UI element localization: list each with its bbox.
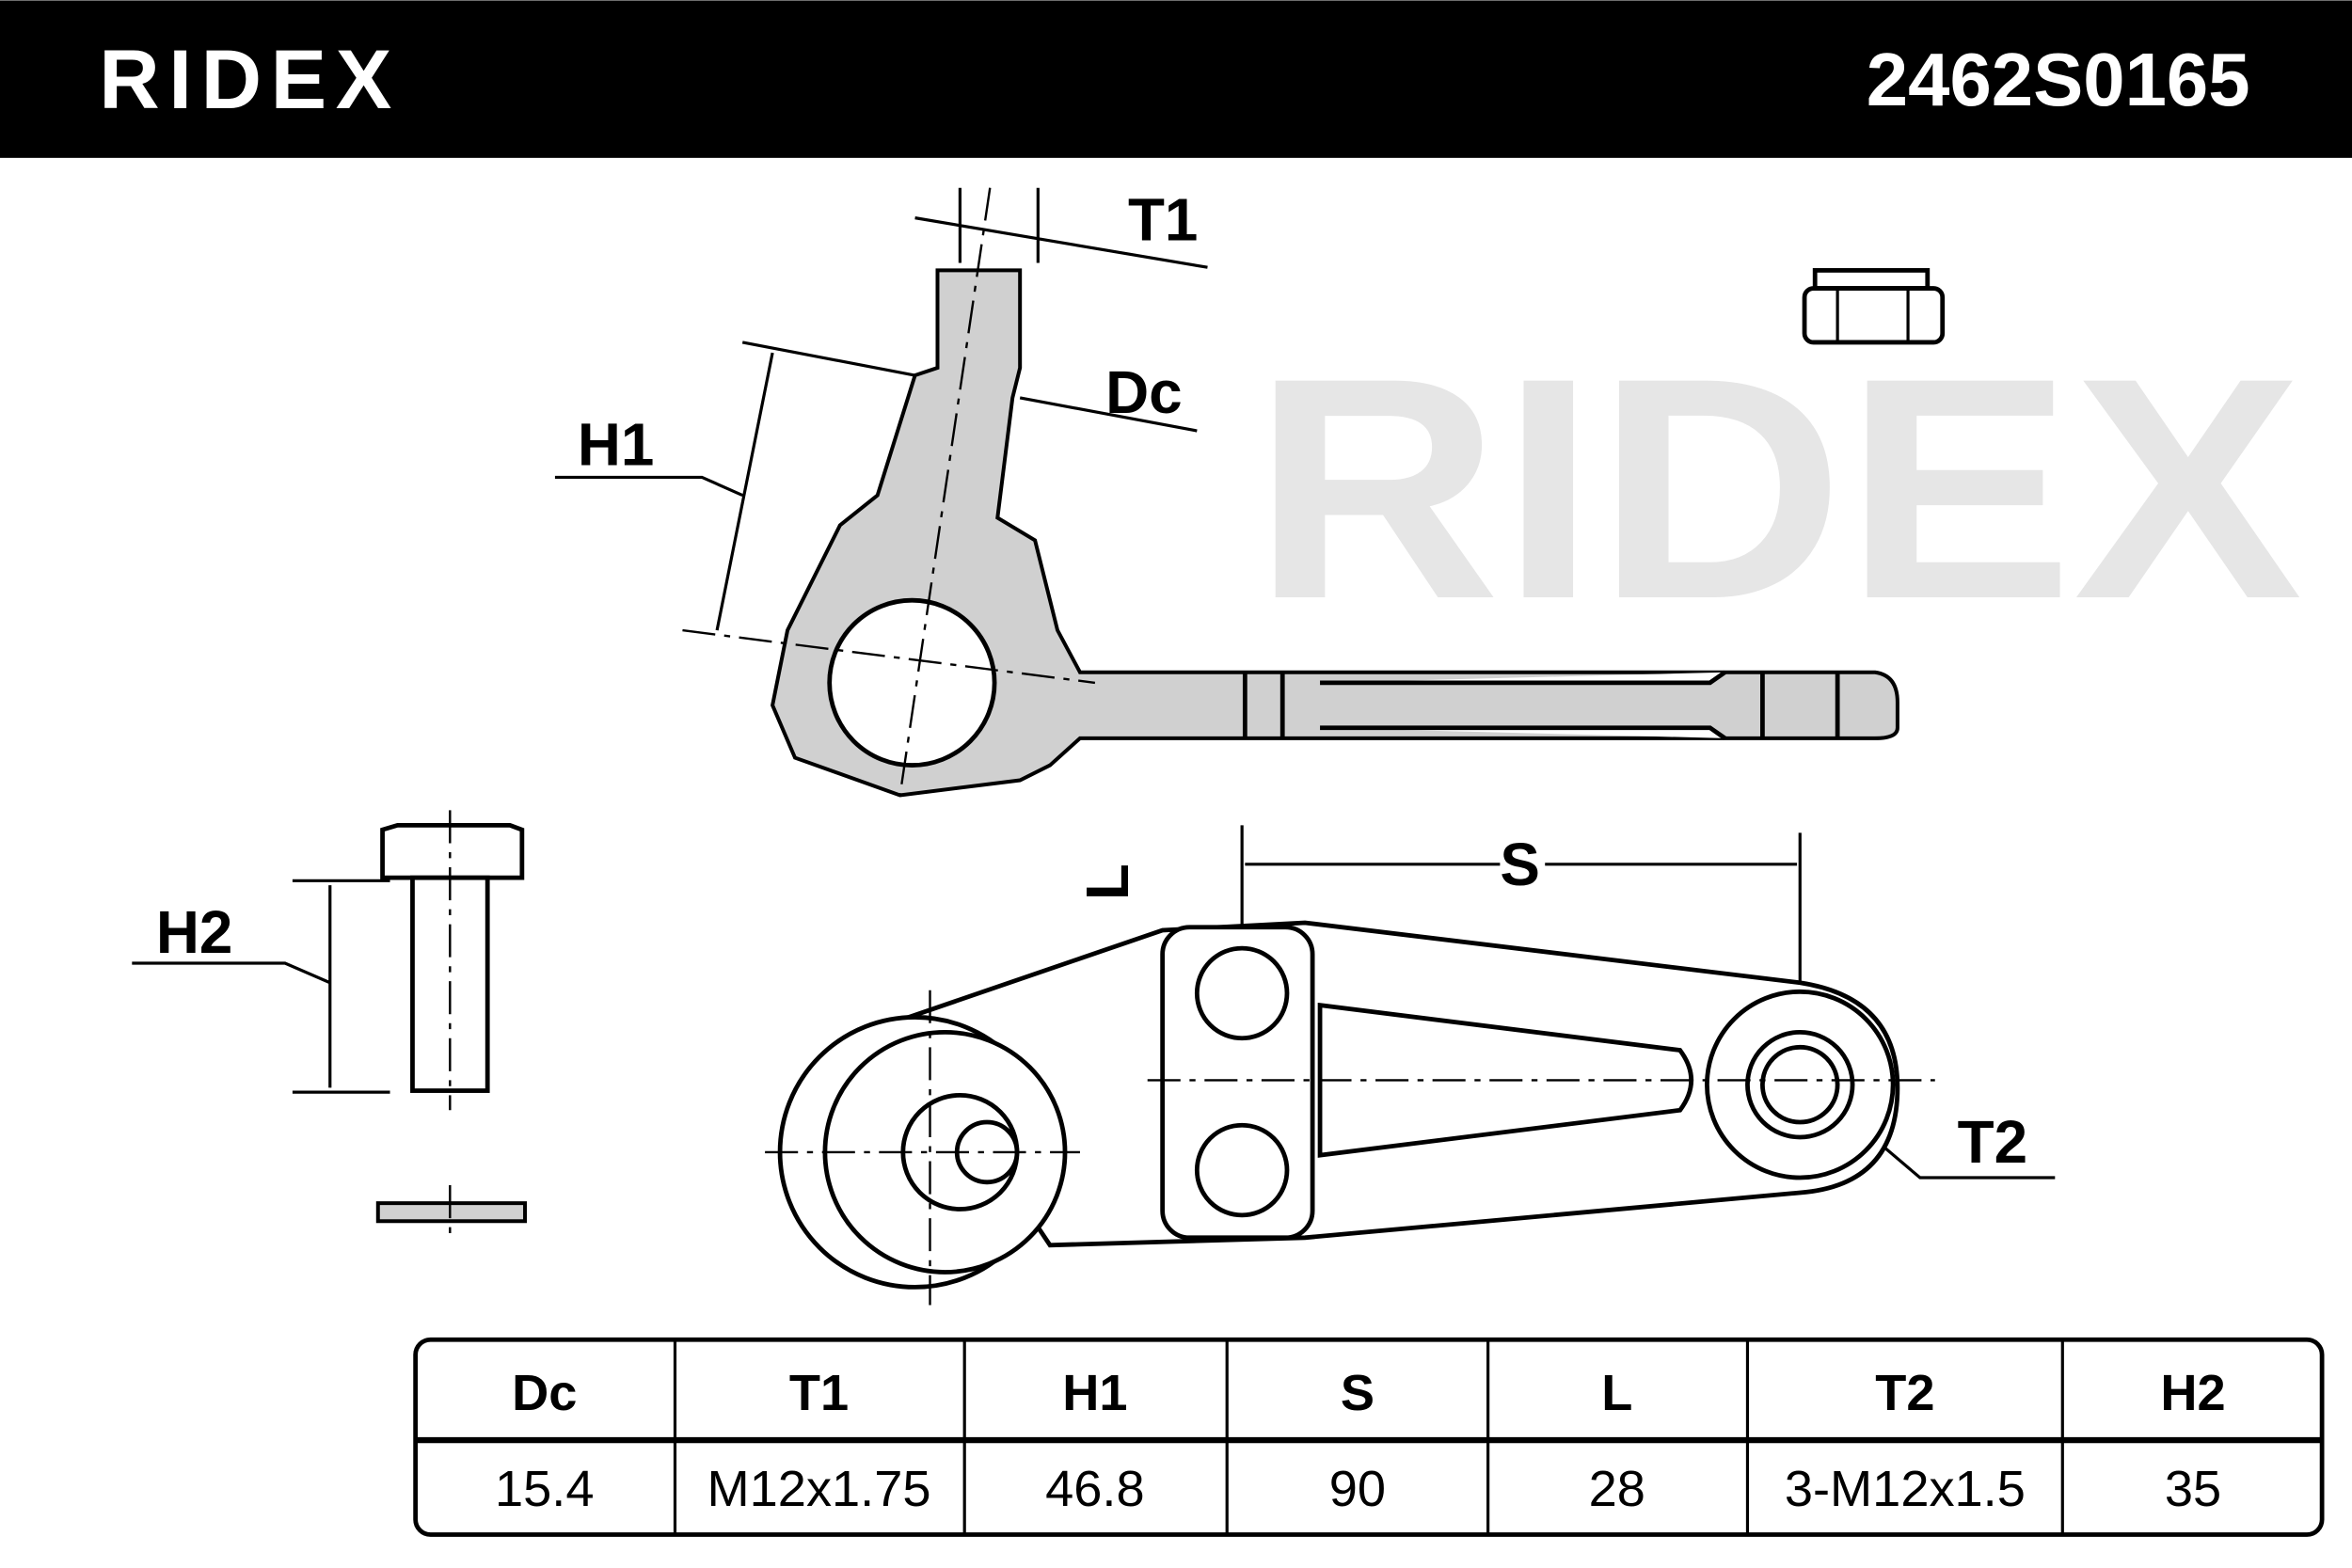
label-l: L xyxy=(1073,863,1141,900)
header-t2: T2 xyxy=(1875,1365,1934,1421)
label-dc: Dc xyxy=(1105,358,1183,426)
value-t2: 3-M12x1.5 xyxy=(1785,1461,2026,1517)
part-number: 2462S0165 xyxy=(1867,38,2250,121)
label-t2: T2 xyxy=(1958,1108,2027,1176)
washer-icon xyxy=(375,1184,528,1243)
value-h2: 35 xyxy=(2165,1461,2221,1517)
label-h1: H1 xyxy=(578,411,655,479)
watermark: RIDEX xyxy=(1252,312,2304,664)
value-dc: 15.4 xyxy=(495,1461,594,1517)
header-l: L xyxy=(1601,1365,1632,1421)
nut-icon xyxy=(1802,268,1946,345)
table-value-row: 15.4 M12x1.75 46.8 90 28 3-M12x1.5 35 xyxy=(495,1461,2221,1517)
value-s: 90 xyxy=(1329,1461,1386,1517)
bolt-icon xyxy=(380,810,525,1111)
value-h1: 46.8 xyxy=(1045,1461,1144,1517)
label-s: S xyxy=(1500,831,1540,898)
header-bar xyxy=(0,0,2352,158)
header-h1: H1 xyxy=(1062,1365,1127,1421)
header-s: S xyxy=(1341,1365,1375,1421)
header-h2: H2 xyxy=(2160,1365,2225,1421)
value-l: 28 xyxy=(1589,1461,1645,1517)
header-dc: Dc xyxy=(512,1365,577,1421)
value-t1: M12x1.75 xyxy=(707,1461,931,1517)
header-t1: T1 xyxy=(789,1365,849,1421)
ball-joint-side-view xyxy=(682,187,1899,798)
spec-table: Dc T1 H1 S L T2 H2 15.4 M12x1.75 46.8 90… xyxy=(413,1337,2325,1537)
brand-logo: RIDEX xyxy=(99,32,401,126)
label-t1: T1 xyxy=(1128,186,1198,254)
label-h2: H2 xyxy=(156,898,233,966)
table-header-row: Dc T1 H1 S L T2 H2 xyxy=(512,1365,2226,1421)
ball-joint-top-view xyxy=(765,920,1935,1306)
